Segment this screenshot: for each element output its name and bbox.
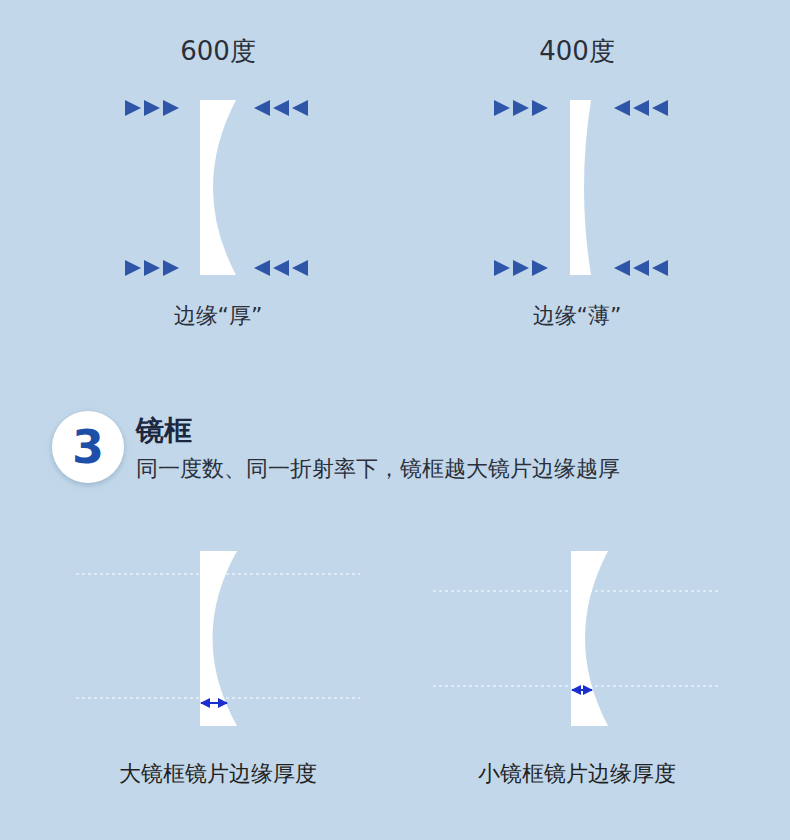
thick-lens bbox=[200, 100, 236, 275]
arrow-head bbox=[144, 260, 160, 276]
arrow-head bbox=[532, 100, 548, 116]
arrow-head bbox=[633, 100, 649, 116]
arrow-head bbox=[144, 100, 160, 116]
thin-lens bbox=[570, 100, 591, 275]
arrow-head bbox=[163, 260, 179, 276]
power-label: 600度 bbox=[180, 36, 256, 67]
arrow-head bbox=[163, 100, 179, 116]
thickness-arrow bbox=[201, 702, 227, 704]
edge-note: 边缘“薄” bbox=[533, 303, 622, 329]
thickness-arrow bbox=[572, 689, 592, 691]
arrow-head bbox=[614, 100, 630, 116]
guide-lines bbox=[76, 574, 720, 698]
arrow-head bbox=[652, 260, 668, 276]
arrow-head bbox=[273, 260, 289, 276]
large-frame-lens bbox=[200, 551, 237, 726]
small-frame-lens bbox=[571, 551, 608, 726]
edge-note: 边缘“厚” bbox=[174, 303, 263, 329]
arrow-head bbox=[513, 100, 529, 116]
arrow-head bbox=[273, 100, 289, 116]
lens-caption: 大镜框镜片边缘厚度 bbox=[119, 761, 317, 787]
arrow-head bbox=[125, 260, 141, 276]
arrow-head bbox=[292, 260, 308, 276]
pressure-arrows bbox=[125, 100, 668, 276]
arrow-head bbox=[633, 260, 649, 276]
arrow-head bbox=[254, 100, 270, 116]
number-badge: 3 bbox=[52, 411, 124, 483]
arrow-head bbox=[652, 100, 668, 116]
arrow-head bbox=[494, 100, 510, 116]
arrow-head bbox=[292, 100, 308, 116]
number-badge-shape bbox=[52, 411, 124, 483]
arrow-head bbox=[614, 260, 630, 276]
arrow-head bbox=[125, 100, 141, 116]
callout-number: 3 bbox=[72, 424, 104, 470]
arrow-head bbox=[513, 260, 529, 276]
lens-caption: 小镜框镜片边缘厚度 bbox=[478, 761, 676, 787]
section-subtitle: 同一度数、同一折射率下，镜框越大镜片边缘越厚 bbox=[136, 456, 620, 482]
power-label: 400度 bbox=[539, 36, 615, 67]
arrow-head bbox=[532, 260, 548, 276]
arrow-head bbox=[494, 260, 510, 276]
section-heading: 镜框 bbox=[136, 414, 192, 448]
arrow-head bbox=[254, 260, 270, 276]
